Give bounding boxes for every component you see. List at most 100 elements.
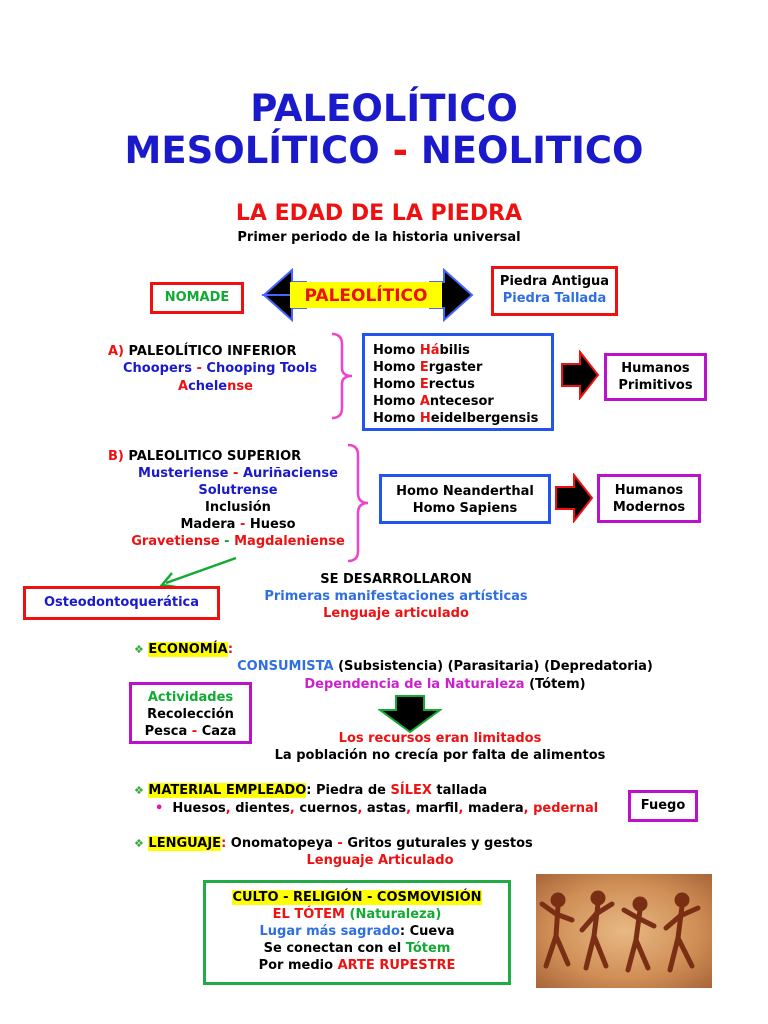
inferior-title: A) PALEOLÍTICO INFERIOR xyxy=(108,343,297,360)
por-medio: Por medio xyxy=(258,958,338,973)
achelense: Achelense xyxy=(178,378,253,395)
sp-rest: ntecesor xyxy=(429,394,494,409)
sp-initial: H xyxy=(419,411,431,426)
species-heidelbergensis: Homo Heidelbergensis xyxy=(373,410,551,427)
item-marfil: marfil xyxy=(415,801,459,816)
sp-prefix: Homo xyxy=(373,394,420,409)
sp-rest: bilis xyxy=(439,343,470,358)
nomade-box: NOMADE xyxy=(150,282,244,314)
actividad-pesca-caza: Pesca - Caza xyxy=(132,723,249,740)
result-humanos: Humanos xyxy=(614,483,684,498)
species-antecesor: Homo Antecesor xyxy=(373,393,551,410)
piedra-antigua: Piedra Antigua xyxy=(499,274,610,289)
culto-box: CULTO - RELIGIÓN - COSMOVISIÓN EL TÓTEM … xyxy=(203,880,511,985)
lugar-sagrado: Lugar más sagrado xyxy=(259,924,400,939)
culture-row-4: Madera - Hueso xyxy=(118,516,358,533)
totem: (Tótem) xyxy=(529,677,586,692)
culto-title-text: CULTO - RELIGIÓN - COSMOVISIÓN xyxy=(232,890,482,905)
actividad-recoleccion: Recolección xyxy=(147,707,234,722)
economia-heading: ❖ ECONOMÍA: xyxy=(134,641,233,658)
brace-icon xyxy=(331,332,353,420)
item-pedernal: pedernal xyxy=(533,801,599,816)
culture-gravetiense: Gravetiense xyxy=(131,534,220,549)
economia-dependencia: Dependencia de la Naturaleza (Tótem) xyxy=(200,676,690,693)
sp-initial: E xyxy=(419,377,429,392)
culto-line-3: Lugar más sagrado: Cueva xyxy=(206,923,508,940)
culture-musteriense: Musteriense xyxy=(138,466,229,481)
sp-prefix: Homo xyxy=(373,377,420,392)
fuego-box: Fuego xyxy=(628,790,698,822)
title-mesolitico: MESOLÍTICO xyxy=(124,129,380,172)
sp-initial: E xyxy=(419,360,429,375)
desarrollo-title: SE DESARROLLARON xyxy=(320,572,472,587)
culto-title: CULTO - RELIGIÓN - COSMOVISIÓN xyxy=(206,889,508,906)
recursos-limitados: Los recursos eran limitados xyxy=(338,731,542,746)
title-dash: - xyxy=(392,129,408,172)
superior-letter: B) xyxy=(108,449,124,464)
sp-prefix: Homo xyxy=(373,411,420,426)
lenguaje-heading: ❖ LENGUAJE: Onomatopeya - Gritos gutural… xyxy=(134,835,533,852)
tool-choopers: Choopers xyxy=(123,361,192,376)
economia-label: ECONOMÍA xyxy=(148,642,228,657)
species-erectus: Homo Erectus xyxy=(373,376,551,393)
diamond-bullet-icon: ❖ xyxy=(134,784,144,797)
bullet-icon: • xyxy=(155,801,164,816)
material-text-a: Piedra de xyxy=(311,783,391,798)
desarrollo-line-2: Lenguaje articulado xyxy=(323,606,469,621)
culture-dash: - xyxy=(233,466,239,481)
culture-auriñaciense: Auriñaciense xyxy=(242,466,338,481)
consumista: CONSUMISTA xyxy=(237,659,334,674)
cave-painting-image xyxy=(536,874,712,988)
material-items: • Huesos, dientes, cuernos, astas, marfi… xyxy=(155,801,599,816)
lenguaje-gritos: Gritos guturales y gestos xyxy=(347,836,533,851)
culture-madera: Madera xyxy=(180,517,236,532)
inferior-letter: A) xyxy=(108,344,125,359)
subsistencia: (Subsistencia) xyxy=(338,659,444,674)
diamond-bullet-icon: ❖ xyxy=(134,643,144,656)
material-heading: ❖ MATERIAL EMPLEADO: Piedra de SÍLEX tal… xyxy=(134,782,487,799)
section-subtitle: Primer periodo de la historia universal xyxy=(237,230,521,245)
lenguaje-onomatopeya: Onomatopeya xyxy=(226,836,333,851)
superior-cultures: Musteriense - Auriñaciense Solutrense In… xyxy=(118,465,358,550)
culture-dash: - xyxy=(224,534,230,549)
economia-consecuencia: Los recursos eran limitados La población… xyxy=(250,730,630,764)
species-habilis: Homo Hábilis xyxy=(373,342,551,359)
culture-dash: - xyxy=(239,517,246,532)
sp-prefix: Homo xyxy=(373,360,420,375)
cueva: : Cueva xyxy=(399,924,455,939)
parasitaria: (Parasitaria) xyxy=(447,659,540,674)
culto-line-4: Se conectan con el Tótem xyxy=(206,940,508,957)
el-totem: EL TÓTEM xyxy=(272,907,345,922)
culture-row-1: Musteriense - Auriñaciense xyxy=(118,465,358,482)
species-neanderthal: Homo Neanderthal xyxy=(396,484,534,499)
item-dientes: dientes xyxy=(235,801,290,816)
material-text-b: tallada xyxy=(431,783,488,798)
lenguaje-dash: - xyxy=(337,836,343,851)
poblacion-text: La población no crecía por falta de alim… xyxy=(274,748,606,763)
inferior-title-text: PALEOLÍTICO INFERIOR xyxy=(128,344,297,359)
item-astas: astas xyxy=(366,801,407,816)
brace-icon xyxy=(347,443,369,563)
act-dash: - xyxy=(191,724,198,739)
material-silex: SÍLEX xyxy=(390,783,432,798)
tool-chooping: Chooping Tools xyxy=(206,361,318,376)
culto-line-2: EL TÓTEM (Naturaleza) xyxy=(206,906,508,923)
result-modernos: Modernos xyxy=(612,500,686,515)
paleolitico-label: PALEOLÍTICO xyxy=(304,286,428,306)
material-label: MATERIAL EMPLEADO xyxy=(148,783,307,798)
totem-green: Tótem xyxy=(405,941,451,956)
ach-a: A xyxy=(178,379,189,394)
humanos-primitivos-box: Humanos Primitivos xyxy=(604,353,707,401)
desarrollo-line-1: Primeras manifestaciones artísticas xyxy=(264,589,528,604)
sp-prefix: Homo xyxy=(373,343,420,358)
diamond-bullet-icon: ❖ xyxy=(134,837,144,850)
title-line-2: MESOLÍTICO - NEOLITICO xyxy=(0,130,768,172)
actividades-box: Actividades Recolección Pesca - Caza xyxy=(129,682,252,744)
result-humanos: Humanos xyxy=(621,361,690,376)
down-arrow-icon xyxy=(378,695,442,734)
act-caza: Caza xyxy=(201,724,237,739)
paleolitico-highlight xyxy=(290,282,442,308)
inferior-tools: Choopers - Chooping Tools xyxy=(123,360,317,377)
species-ergaster: Homo Ergaster xyxy=(373,359,551,376)
section-title: LA EDAD DE LA PIEDRA xyxy=(235,201,523,226)
